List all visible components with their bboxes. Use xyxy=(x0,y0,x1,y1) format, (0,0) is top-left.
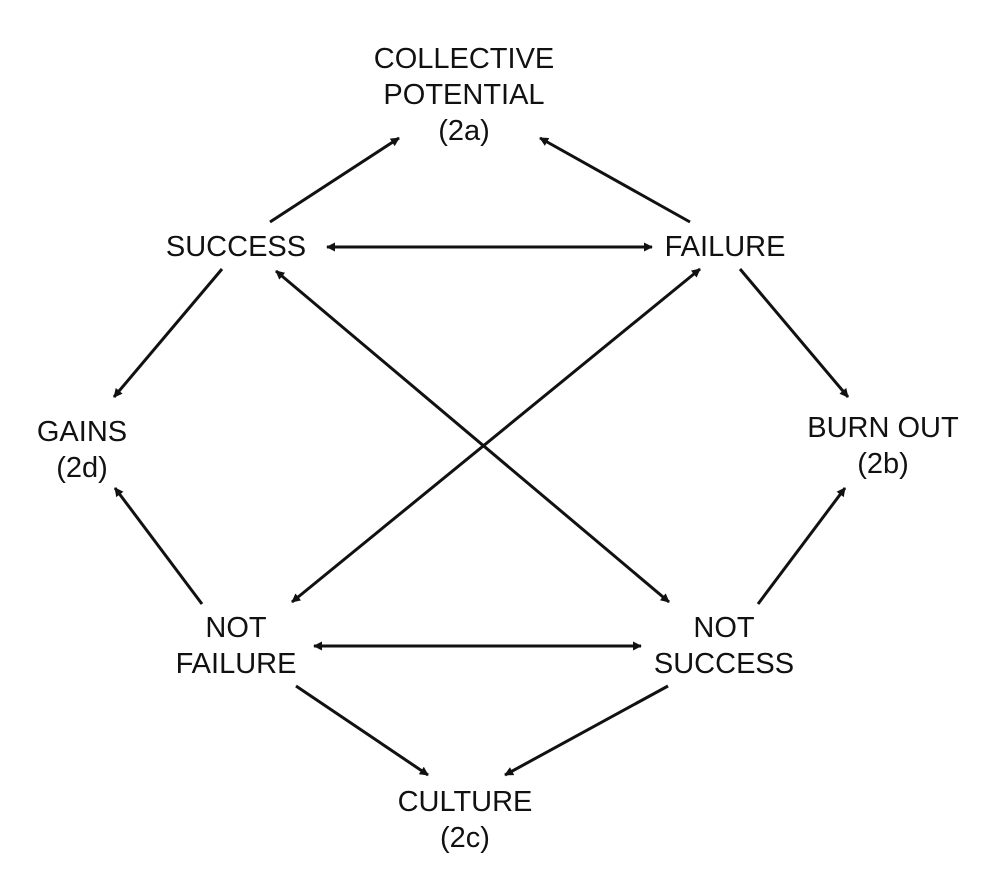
node-label: NOT xyxy=(693,612,755,644)
node-collective-potential: COLLECTIVE POTENTIAL (2a) xyxy=(374,41,555,149)
arrow-failure-to-burn-out xyxy=(738,268,850,398)
arrow-not-success-to-burn-out xyxy=(756,487,847,605)
node-label: SUCCESS xyxy=(165,231,307,263)
node-not-failure: NOT FAILURE xyxy=(176,610,297,682)
node-label: POTENTIAL xyxy=(383,79,545,111)
node-label: CULTURE xyxy=(397,786,533,818)
arrow-success-to-not-success xyxy=(275,269,670,604)
arrow-failure-to-not-failure xyxy=(291,267,701,604)
node-label: SUCCESS xyxy=(653,648,795,680)
node-label: FAILURE xyxy=(175,648,297,680)
arrow-not-failure-to-gains xyxy=(113,487,204,605)
node-failure: FAILURE xyxy=(665,229,786,265)
node-label: FAILURE xyxy=(664,231,786,263)
arrow-failure-to-collective-potential xyxy=(539,136,691,224)
node-label: GAINS xyxy=(36,416,128,448)
node-label: (2c) xyxy=(440,822,490,854)
node-label: NOT xyxy=(205,612,267,644)
arrow-not-success-to-culture xyxy=(504,684,669,777)
node-burn-out: BURN OUT (2b) xyxy=(807,410,958,482)
node-gains: GAINS (2d) xyxy=(37,414,127,486)
node-culture: CULTURE (2c) xyxy=(398,784,533,856)
arrow-success-to-gains xyxy=(112,268,224,398)
node-label: COLLECTIVE xyxy=(373,43,555,75)
node-success: SUCCESS xyxy=(166,229,306,265)
arrow-success-to-collective-potential xyxy=(269,136,400,224)
arrow-not-failure-to-culture xyxy=(295,684,429,777)
node-label: BURN OUT xyxy=(807,412,959,444)
node-label: (2b) xyxy=(857,448,909,480)
node-label: (2a) xyxy=(438,115,490,147)
node-not-success: NOT SUCCESS xyxy=(654,610,794,682)
node-label: (2d) xyxy=(56,452,108,484)
